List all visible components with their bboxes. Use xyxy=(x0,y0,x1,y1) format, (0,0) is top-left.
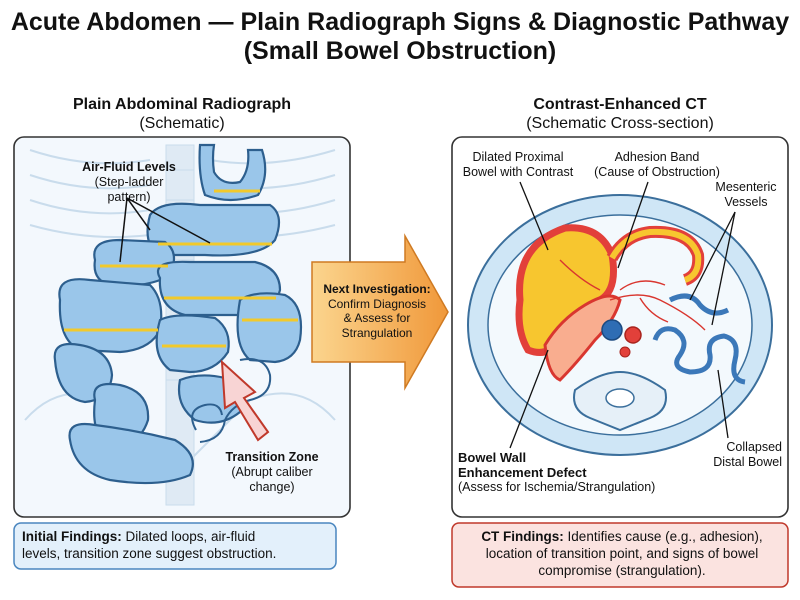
collapsed-line-1: Collapsed xyxy=(726,440,782,454)
mesenteric-line-1: Mesenteric xyxy=(715,180,777,194)
left-panel-subtitle: (Schematic) xyxy=(139,115,225,132)
dilated-bowel-line-1: Dilated Proximal xyxy=(472,150,564,164)
initial-findings-text: Initial Findings: Dilated loops, air-flu… xyxy=(22,528,332,562)
next-investigation-arrow xyxy=(311,233,449,391)
radiograph-illustration xyxy=(24,143,336,506)
arrow-text-line-1: Next Investigation: xyxy=(323,282,431,296)
ct-findings-text-1: Identifies cause (e.g., adhesion), xyxy=(563,529,763,544)
mesenteric-vessels-label: Mesenteric Vessels xyxy=(708,180,784,210)
ct-findings-box xyxy=(451,522,789,588)
adhesion-band-line-1: Adhesion Band xyxy=(614,150,700,164)
air-fluid-title: Air-Fluid Levels xyxy=(82,160,176,174)
arrow-text-line-4: Strangulation xyxy=(341,325,413,340)
arrow-text-line-3: & Assess for xyxy=(343,311,411,325)
title-line-1: Acute Abdomen — Plain Radiograph Signs &… xyxy=(10,8,790,36)
transition-zone-title: Transition Zone xyxy=(225,450,319,464)
wall-defect-label: Bowel Wall Enhancement Defect (Assess fo… xyxy=(458,450,688,495)
transition-zone-sub-2: change) xyxy=(249,480,295,494)
transition-zone-arrow xyxy=(220,359,270,442)
ct-findings-text-3: compromise (strangulation). xyxy=(538,563,706,578)
dilated-bowel-line-2: Bowel with Contrast xyxy=(462,165,574,179)
ct-findings-text: CT Findings: Identifies cause (e.g., adh… xyxy=(460,528,784,579)
left-panel-title: Plain Abdominal Radiograph xyxy=(72,96,292,113)
arrow-text: Next Investigation: Confirm Diagnosis & … xyxy=(316,282,438,340)
right-panel-heading: Contrast-Enhanced CT (Schematic Cross-se… xyxy=(452,95,788,133)
adhesion-band-label: Adhesion Band (Cause of Obstruction) xyxy=(586,150,728,180)
transition-zone-label: Transition Zone (Abrupt caliber change) xyxy=(212,450,332,495)
air-fluid-label: Air-Fluid Levels (Step-ladder pattern) xyxy=(74,160,184,205)
ct-illustration xyxy=(467,181,773,456)
arrow-text-line-2: Confirm Diagnosis xyxy=(327,296,427,311)
collapsed-line-2: Distal Bowel xyxy=(713,455,782,469)
collapsed-bowel-label: Collapsed Distal Bowel xyxy=(690,440,782,470)
wall-defect-line-3: (Assess for Ischemia/Strangulation) xyxy=(458,480,656,494)
wall-defect-line-1: Bowel Wall xyxy=(458,450,527,465)
left-panel-heading: Plain Abdominal Radiograph (Schematic) xyxy=(14,95,350,133)
transition-zone-sub-1: (Abrupt caliber xyxy=(231,465,313,479)
right-panel-subtitle: (Schematic Cross-section) xyxy=(526,115,714,132)
title-line-2: (Small Bowel Obstruction) xyxy=(243,37,557,65)
ct-findings-text-2: location of transition point, and signs … xyxy=(485,546,759,561)
right-panel-title: Contrast-Enhanced CT xyxy=(533,96,707,113)
initial-findings-text-2: levels, transition zone suggest obstruct… xyxy=(22,546,277,561)
initial-findings-text-1: Dilated loops, air-fluid xyxy=(121,529,256,544)
main-title: Acute Abdomen — Plain Radiograph Signs &… xyxy=(0,8,800,66)
mesenteric-line-2: Vessels xyxy=(724,195,768,209)
air-fluid-subtitle: (Step-ladder pattern) xyxy=(94,175,164,204)
ct-findings-label: CT Findings: xyxy=(481,529,564,544)
dilated-bowel-label: Dilated Proximal Bowel with Contrast xyxy=(456,150,580,180)
initial-findings-label: Initial Findings: xyxy=(22,529,122,544)
initial-findings-box xyxy=(13,522,337,570)
wall-defect-line-2: Enhancement Defect xyxy=(458,465,587,480)
adhesion-band-line-2: (Cause of Obstruction) xyxy=(594,165,720,179)
